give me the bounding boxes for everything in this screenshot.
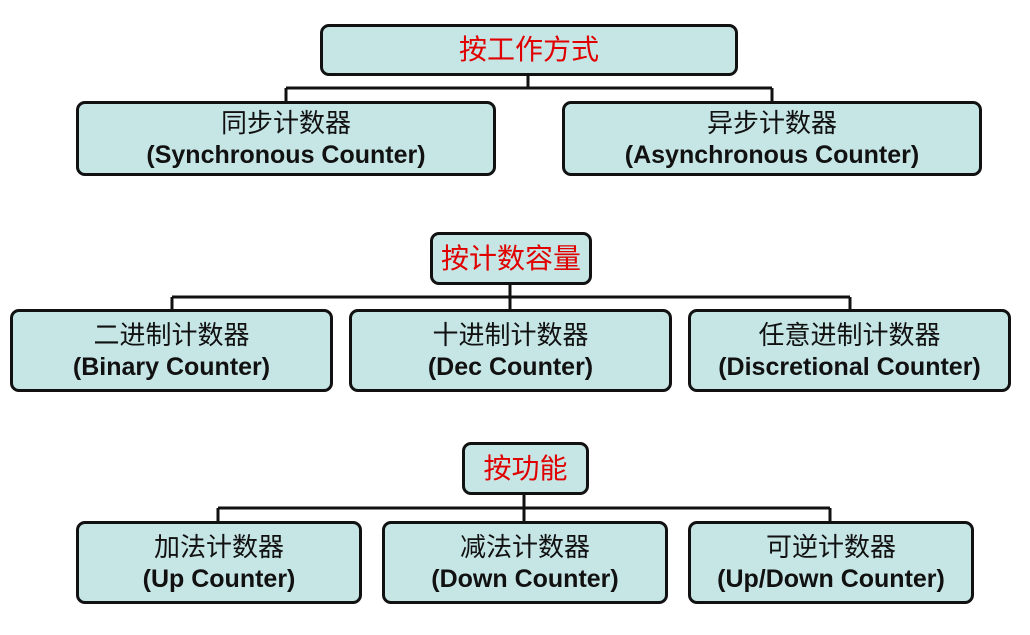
node-label-en: (Discretional Counter)	[718, 352, 981, 381]
header-by-count-capacity: 按计数容量	[430, 232, 592, 285]
node-label-zh: 十进制计数器	[432, 320, 589, 351]
node-discretional-counter: 任意进制计数器 (Discretional Counter)	[688, 309, 1011, 392]
node-label-zh: 加法计数器	[153, 532, 284, 563]
node-label-zh: 减法计数器	[459, 532, 590, 563]
node-label-en: (Down Counter)	[431, 564, 619, 593]
header-label: 按工作方式	[458, 33, 599, 66]
node-binary-counter: 二进制计数器 (Binary Counter)	[10, 309, 333, 392]
node-up-down-counter: 可逆计数器 (Up/Down Counter)	[688, 521, 974, 604]
node-label-zh: 二进制计数器	[93, 320, 250, 351]
node-label-en: (Binary Counter)	[72, 352, 271, 381]
node-label-zh: 可逆计数器	[765, 532, 896, 563]
node-label-en: (Dec Counter)	[427, 352, 594, 381]
node-label-zh: 任意进制计数器	[758, 320, 941, 351]
node-label-en: (Up/Down Counter)	[717, 564, 945, 593]
header-label: 按功能	[483, 451, 568, 485]
header-by-function: 按功能	[462, 442, 589, 495]
header-by-working-mode: 按工作方式	[320, 24, 738, 76]
node-label-en: (Asynchronous Counter)	[624, 140, 920, 169]
node-label-zh: 同步计数器	[220, 108, 351, 139]
node-synchronous-counter: 同步计数器 (Synchronous Counter)	[76, 101, 496, 176]
node-down-counter: 减法计数器 (Down Counter)	[382, 521, 668, 604]
header-label: 按计数容量	[440, 241, 581, 275]
node-label-zh: 异步计数器	[706, 108, 837, 139]
node-label-en: (Synchronous Counter)	[146, 140, 426, 169]
node-label-en: (Up Counter)	[142, 564, 296, 593]
node-up-counter: 加法计数器 (Up Counter)	[76, 521, 362, 604]
node-asynchronous-counter: 异步计数器 (Asynchronous Counter)	[562, 101, 982, 176]
node-decimal-counter: 十进制计数器 (Dec Counter)	[349, 309, 672, 392]
